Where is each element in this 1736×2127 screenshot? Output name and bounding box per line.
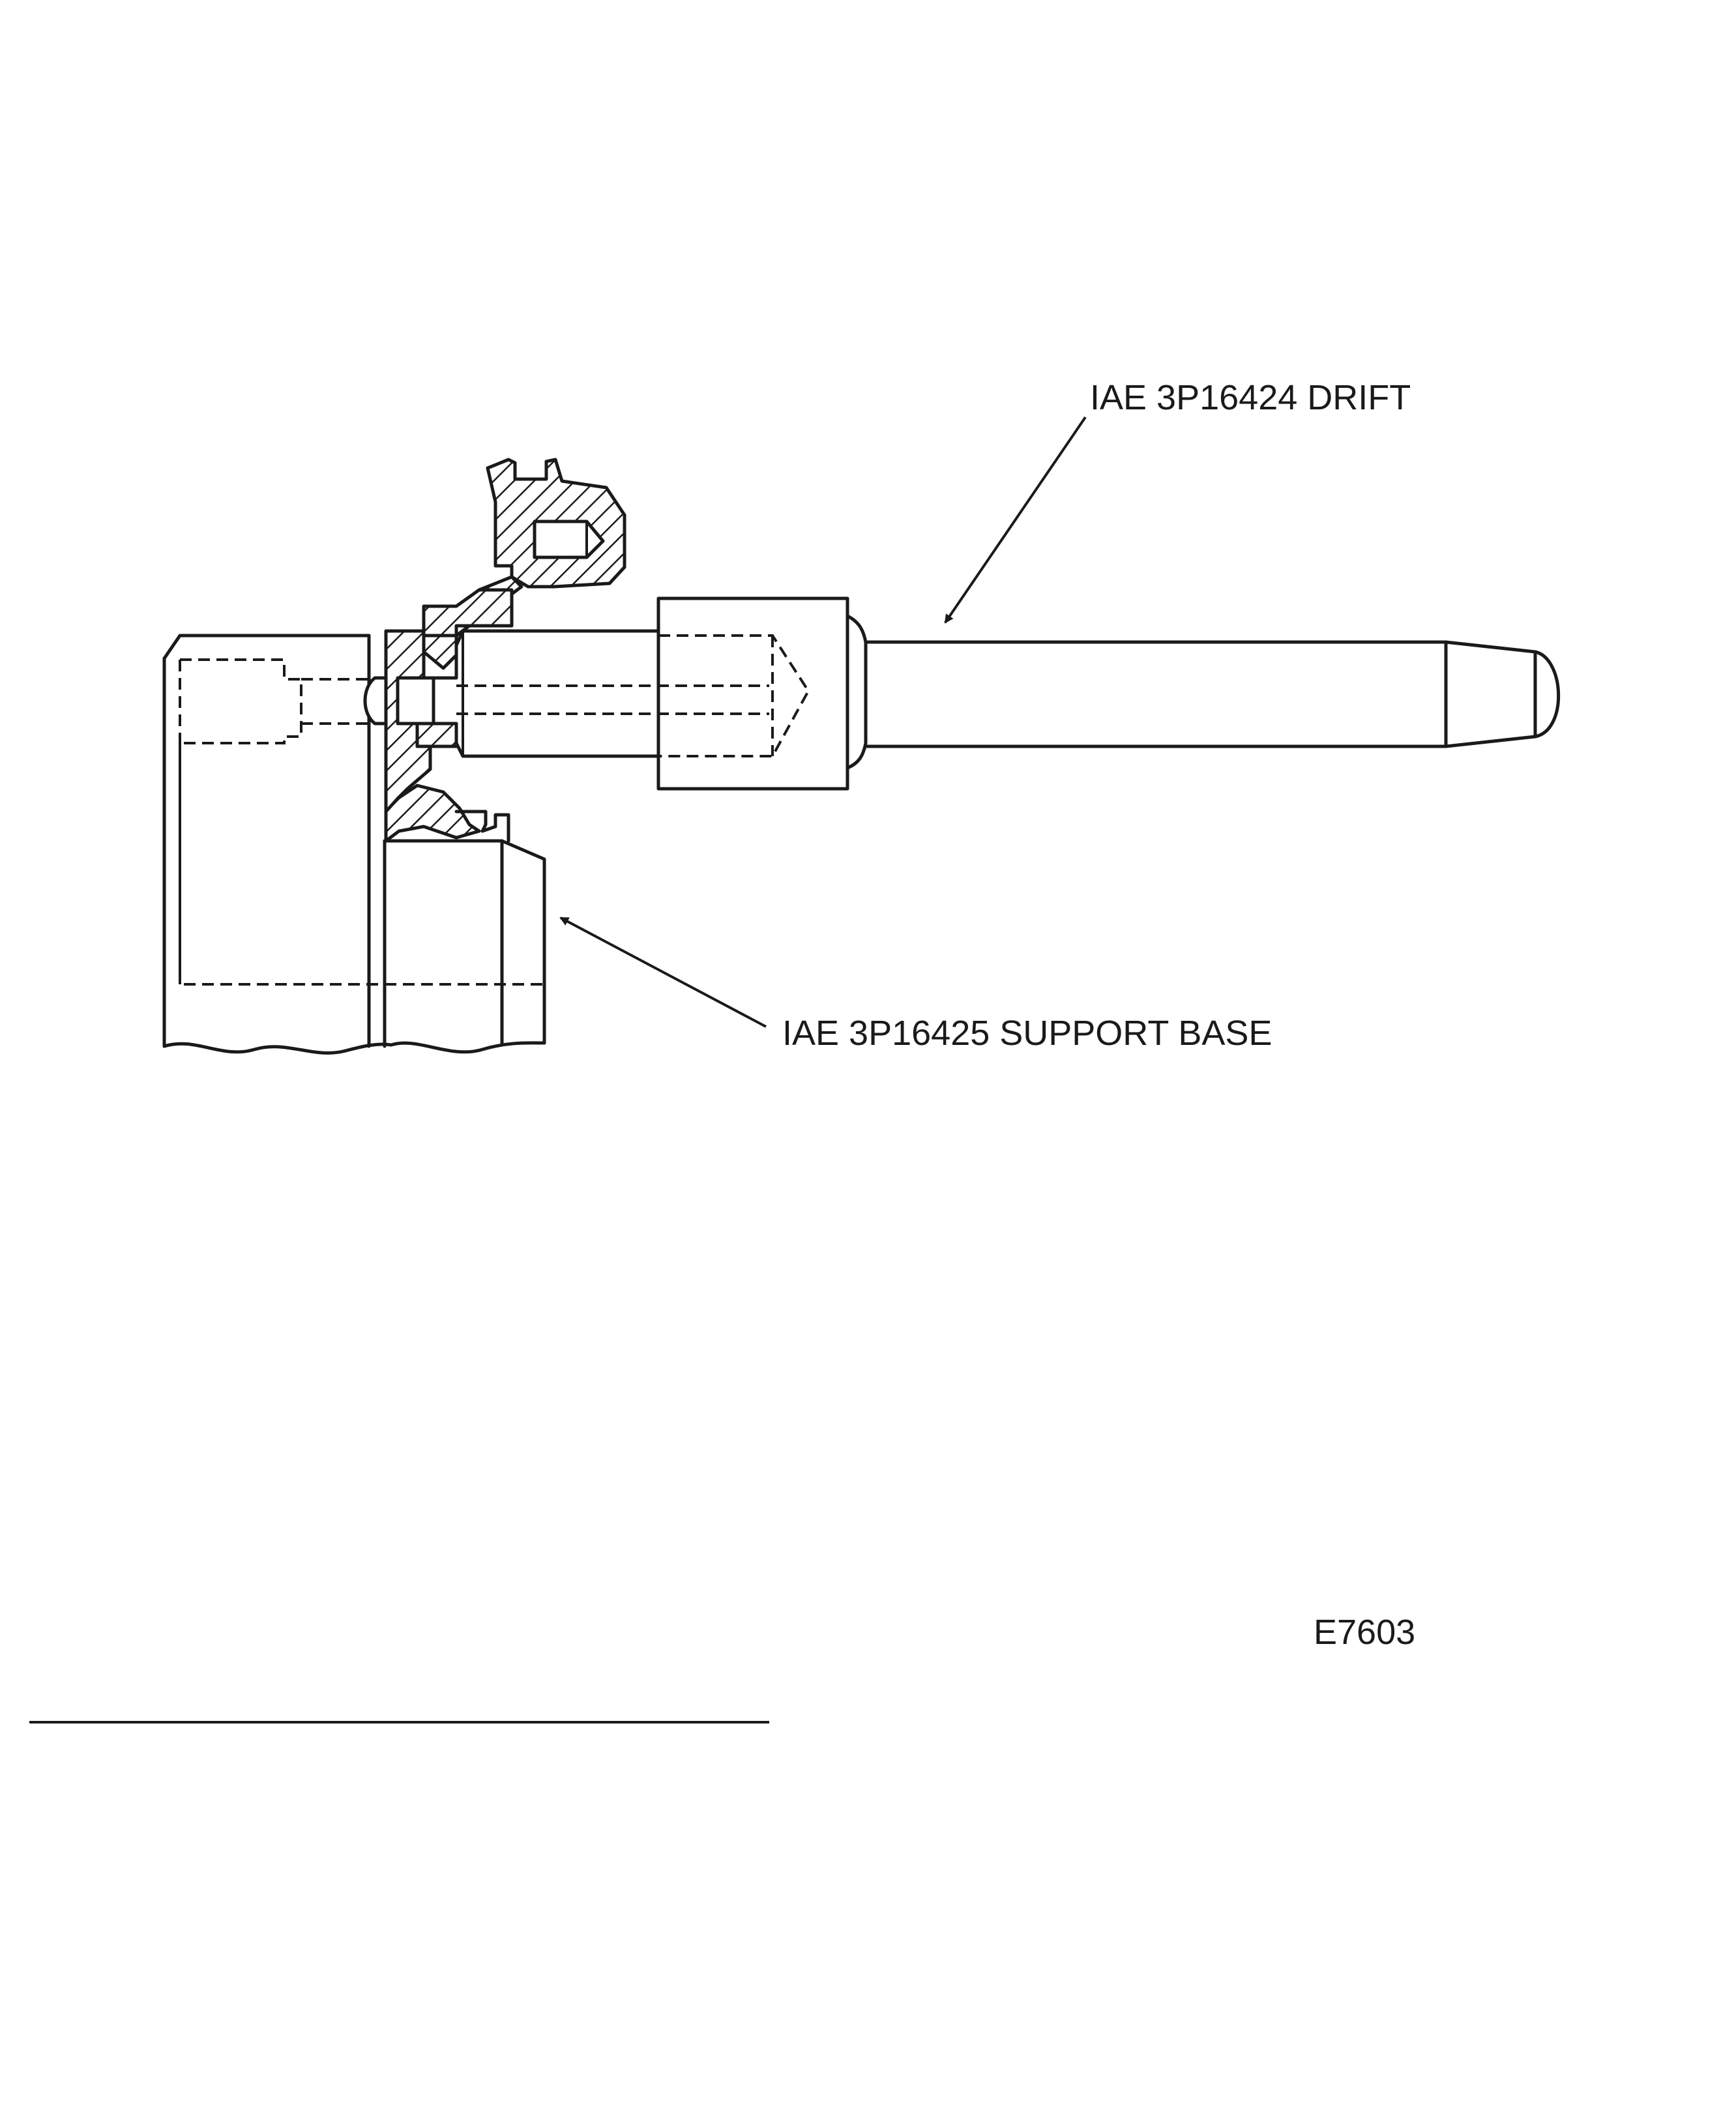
drift-tool: [432, 596, 1561, 791]
drift-label: IAE 3P16424 DRIFT: [1090, 378, 1411, 417]
support-base-callout: IAE 3P16425 SUPPORT BASE: [559, 917, 1272, 1053]
figure-id: E7603: [1314, 1613, 1415, 1652]
housing-body: [162, 634, 546, 1055]
drift-callout: IAE 3P16424 DRIFT: [944, 378, 1411, 624]
flange-section: [363, 458, 626, 843]
support-base-label: IAE 3P16425 SUPPORT BASE: [782, 1014, 1272, 1053]
support-base: [383, 839, 546, 1045]
